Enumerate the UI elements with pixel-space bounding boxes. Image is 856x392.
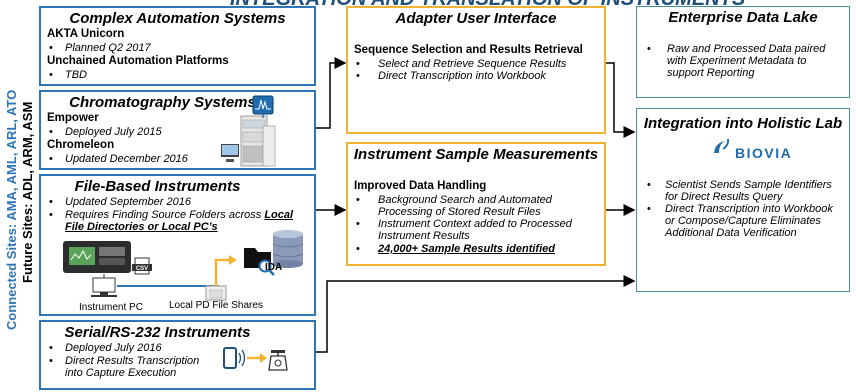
file-item2: Requires Finding Source Folders across L…	[65, 209, 315, 233]
adapter-title: Adapter User Interface	[395, 10, 557, 27]
file-based-box: File-Based Instruments • Updated Septemb…	[39, 174, 316, 316]
bullet: •	[356, 218, 360, 230]
lake-item1c: support Reporting	[667, 67, 755, 79]
ida-label: IDA	[265, 262, 283, 273]
serial-illustration	[223, 347, 288, 371]
bullet: •	[49, 209, 53, 221]
sample-item1a: Background Search and Automated	[378, 194, 552, 206]
bullet: •	[356, 194, 360, 206]
bullet: •	[49, 153, 53, 165]
bullet: •	[49, 69, 53, 81]
file-item2-part-c: File Directories or Local PC’s	[65, 221, 218, 233]
holistic-item2c: Additional Data Verification	[665, 227, 797, 239]
adapter-ui-box: Adapter User Interface Sequence Selectio…	[346, 6, 606, 134]
complex-item1: Planned Q2 2017	[65, 42, 151, 54]
sample-sub: Improved Data Handling	[354, 180, 487, 192]
csv-label: CSV	[136, 266, 148, 272]
holistic-item1a: Scientist Sends Sample Identifiers	[665, 179, 832, 191]
bullet: •	[49, 342, 53, 354]
biovia-logo-text: BIOVIA	[735, 145, 793, 161]
complex-title: Complex Automation Systems	[69, 10, 286, 27]
holistic-title: Integration into Holistic Lab	[643, 115, 843, 132]
local-pd-file-shares-label: Local PD File Shares	[169, 300, 263, 311]
sample-item2b: Instrument Results	[378, 230, 470, 242]
holistic-item2a: Direct Transcription into Workbook	[665, 203, 833, 215]
adapter-sub: Sequence Selection and Results Retrieval	[354, 44, 583, 56]
bullet: •	[356, 58, 360, 70]
sample-item2a: Instrument Context added to Processed	[378, 218, 572, 230]
holistic-lab-box: Integration into Holistic Lab BIOVIA • S…	[636, 108, 850, 292]
chrom-sub2: Chromeleon	[47, 139, 115, 151]
lake-item1a: Raw and Processed Data paired	[667, 43, 826, 55]
complex-automation-box: Complex Automation Systems AKTA Unicorn …	[39, 6, 316, 86]
holistic-item2b: or Compose/Capture Eliminates	[665, 215, 821, 227]
bullet: •	[49, 126, 53, 138]
chrom-item2: Updated December 2016	[65, 153, 188, 165]
file-item2-part-b: Local	[264, 209, 294, 221]
page-title: INTEGRATION AND TRANSLATION OF INSTRUMEN…	[230, 0, 745, 11]
file-item2-part-a: Requires Finding Source Folders across	[65, 209, 265, 221]
connector-chrom-adapter	[316, 57, 347, 129]
bullet: •	[356, 243, 360, 255]
sample-item1b: Processing of Stored Result Files	[378, 206, 541, 218]
adapter-item1: Select and Retrieve Sequence Results	[378, 58, 567, 70]
bullet: •	[647, 203, 651, 215]
sample-measurements-box: Instrument Sample Measurements Improved …	[346, 142, 606, 266]
bullet: •	[49, 196, 53, 208]
enterprise-data-lake-box: Enterprise Data Lake • Raw and Processed…	[636, 6, 850, 98]
bullet: •	[356, 70, 360, 82]
serial-title: Serial/RS-232 Instruments	[64, 324, 251, 341]
connector-lines	[316, 57, 636, 353]
complex-item2: TBD	[65, 69, 87, 81]
complex-sub2: Unchained Automation Platforms	[47, 55, 229, 67]
chromatography-box: Chromatography Systems Empower • Deploye…	[39, 90, 316, 170]
hplc-instrument-icon	[221, 95, 276, 167]
sample-title: Instrument Sample Measurements	[353, 146, 599, 163]
sample-item3: 24,000+ Sample Results identified	[378, 243, 555, 255]
chrom-sub1: Empower	[47, 112, 99, 124]
file-title: File-Based Instruments	[74, 178, 241, 195]
bullet: •	[647, 43, 651, 55]
biovia-logo	[714, 138, 730, 153]
serial-item2a: Direct Results Transcription	[65, 355, 200, 367]
bullet: •	[49, 42, 53, 54]
lake-title: Enterprise Data Lake	[668, 9, 818, 26]
holistic-item1b: for Direct Results Query	[665, 191, 783, 203]
lake-item1b: with Experiment Metadata to	[667, 55, 807, 67]
serial-box: Serial/RS-232 Instruments • Deployed Jul…	[39, 320, 316, 390]
serial-item1: Deployed July 2016	[65, 342, 162, 354]
complex-sub1: AKTA Unicorn	[47, 28, 125, 40]
connector-adapter-holistic	[606, 62, 636, 138]
file-item1: Updated September 2016	[65, 196, 191, 208]
bullet: •	[647, 179, 651, 191]
connector-serial-holistic	[316, 275, 636, 353]
adapter-item2: Direct Transcription into Workbook	[378, 70, 546, 82]
chrom-title: Chromatography Systems	[69, 94, 256, 111]
file-based-illustration: CSV	[63, 230, 304, 301]
serial-item2b: into Capture Execution	[65, 367, 177, 379]
chrom-item1: Deployed July 2015	[65, 126, 162, 138]
bullet: •	[49, 355, 53, 367]
instrument-pc-label: Instrument PC	[79, 302, 143, 313]
